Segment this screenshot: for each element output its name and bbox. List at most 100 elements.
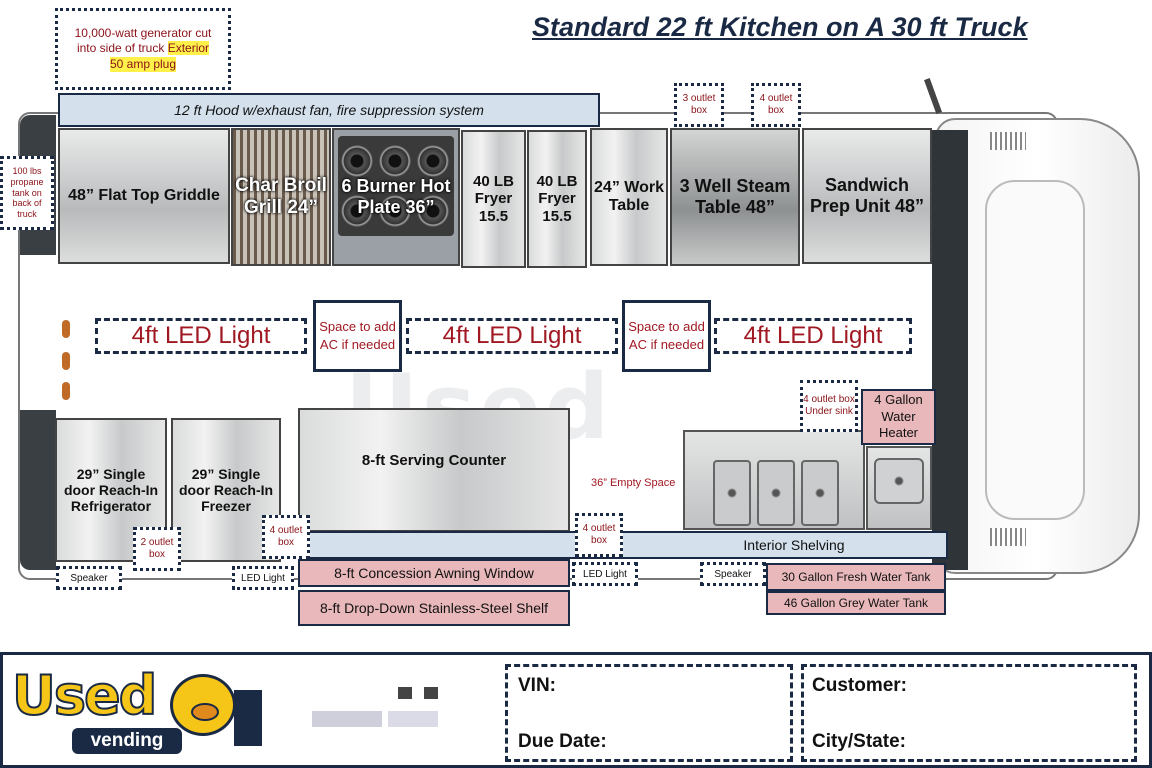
- blurred-contact-info: [300, 685, 490, 745]
- hood-label: 12 ft Hood w/exhaust fan, fire suppressi…: [174, 102, 484, 118]
- logo-sub-label: vending: [90, 730, 164, 751]
- truck-rear-bumper-bottom: [20, 410, 56, 570]
- city-state-label: City/State:: [812, 731, 906, 752]
- vin-label: VIN:: [518, 675, 556, 696]
- burner-grid: [338, 136, 454, 236]
- outlet-box-under-sink: 4 outlet box Under sink: [800, 380, 858, 432]
- generator-note: 10,000-watt generator cut into side of t…: [55, 8, 231, 90]
- ac-space-1: Space to add AC if needed: [313, 300, 402, 372]
- brand-logo: Used vending: [8, 660, 263, 760]
- reach-in-refrigerator: 29” Single door Reach-In Refrigerator: [55, 418, 167, 562]
- outlet-box-label: 4 outlet box: [759, 93, 793, 116]
- ac-space-label: Space to add AC if needed: [319, 319, 396, 352]
- exhaust-hood: 12 ft Hood w/exhaust fan, fire suppressi…: [58, 93, 600, 127]
- sandwich-prep-label: Sandwich Prep Unit 48”: [809, 175, 925, 216]
- led-label: LED Light: [583, 568, 627, 580]
- generator-line1: 10,000-watt generator cut: [74, 25, 212, 40]
- outlet-box-label: 3 outlet box: [682, 93, 716, 116]
- generator-line2: into side of truck Exterior: [76, 41, 210, 57]
- fryer-2-label: 40 LB Fryer 15.5: [536, 173, 578, 225]
- speaker-label: Speaker: [714, 568, 752, 580]
- cab-mirror: [924, 78, 942, 114]
- three-compartment-sink: [683, 430, 865, 530]
- speaker-left: Speaker: [56, 566, 122, 590]
- outlet-box-label: 4 outlet box: [269, 525, 303, 548]
- led-label: LED Light: [241, 572, 285, 584]
- outlet-box-top-right: 4 outlet box: [751, 83, 801, 127]
- grill-label: Char Broil Grill 24”: [235, 175, 327, 218]
- fresh-tank-label: 30 Gallon Fresh Water Tank: [781, 570, 931, 584]
- rear-door-lights: [60, 320, 72, 400]
- fryer-1-label: 40 LB Fryer 15.5: [473, 173, 514, 225]
- outlet-box-label: 2 outlet box: [140, 537, 174, 560]
- sandwich-prep-unit: Sandwich Prep Unit 48”: [802, 128, 932, 264]
- outlet-box-label: 4 outlet box Under sink: [803, 394, 855, 417]
- led-light-label: 4ft LED Light: [131, 322, 271, 349]
- propane-label: 100 lbs propane tank on back of truck: [10, 166, 44, 220]
- led-light-3: 4ft LED Light: [714, 318, 912, 354]
- cab-divider: [932, 130, 968, 570]
- griddle-label: 48” Flat Top Griddle: [68, 186, 220, 204]
- fresh-water-tank: 30 Gallon Fresh Water Tank: [766, 563, 946, 591]
- work-table-label: 24” Work Table: [594, 178, 664, 214]
- customer-city-box: Customer: City/State:: [801, 664, 1137, 762]
- outlet-box-label: 4 outlet box: [582, 523, 616, 546]
- hot-plate-label: 6 Burner Hot Plate 36”: [341, 176, 451, 217]
- grey-tank-label: 46 Gallon Grey Water Tank: [783, 596, 929, 610]
- awning-label: 8-ft Concession Awning Window: [334, 565, 534, 581]
- awning-window: 8-ft Concession Awning Window: [298, 559, 570, 587]
- water-heater: 4 Gallon Water Heater: [861, 389, 936, 445]
- customer-label: Customer:: [812, 675, 908, 696]
- interior-shelving: Interior Shelving: [300, 531, 948, 559]
- water-heater-label: 4 Gallon Water Heater: [874, 391, 923, 441]
- steam-table: 3 Well Steam Table 48”: [670, 128, 800, 266]
- ac-space-2: Space to add AC if needed: [622, 300, 711, 372]
- steam-table-label: 3 Well Steam Table 48”: [679, 176, 791, 217]
- generator-line2-text: into side of truck: [76, 41, 165, 56]
- outlet-box-top-left: 3 outlet box: [674, 83, 724, 127]
- led-light-left: LED Light: [232, 566, 294, 590]
- empty-space-label: 36” Empty Space: [591, 477, 676, 489]
- shelf-label: 8-ft Drop-Down Stainless-Steel Shelf: [320, 600, 548, 616]
- led-light-label: 4ft LED Light: [442, 322, 582, 349]
- led-light-right: LED Light: [572, 562, 638, 586]
- fryer-2: 40 LB Fryer 15.5: [527, 130, 587, 268]
- grey-water-tank: 46 Gallon Grey Water Tank: [766, 591, 946, 615]
- outlet-box-bottom-c: 4 outlet box: [575, 513, 623, 557]
- page-title: Standard 22 ft Kitchen on A 30 ft Truck: [532, 12, 1028, 42]
- ac-space-label: Space to add AC if needed: [628, 319, 705, 352]
- pig-mascot-icon: [170, 674, 236, 736]
- refrigerator-label: 29” Single door Reach-In Refrigerator: [63, 465, 159, 515]
- led-light-1: 4ft LED Light: [95, 318, 307, 354]
- hand-sink-basin: [874, 458, 924, 504]
- logo-sub: vending: [72, 728, 182, 754]
- logo-text: Used: [11, 663, 158, 728]
- sink-basin-3: [801, 460, 839, 526]
- serving-counter-label: 8-ft Serving Counter: [361, 452, 507, 469]
- flat-top-griddle: 48” Flat Top Griddle: [58, 128, 230, 264]
- six-burner-hot-plate: 6 Burner Hot Plate 36”: [332, 128, 460, 266]
- speaker-label: Speaker: [70, 572, 108, 584]
- drop-down-shelf: 8-ft Drop-Down Stainless-Steel Shelf: [298, 590, 570, 626]
- work-table: 24” Work Table: [590, 128, 668, 266]
- cab-grille-top: [990, 132, 1026, 150]
- logo-navy-block: [234, 690, 262, 746]
- serving-counter: 8-ft Serving Counter: [298, 408, 570, 532]
- cab-grille-bottom: [990, 528, 1026, 546]
- led-light-label: 4ft LED Light: [743, 322, 883, 349]
- hand-sink: [866, 446, 932, 530]
- outlet-box-bottom-b: 4 outlet box: [262, 515, 310, 559]
- cab-windshield: [985, 180, 1085, 520]
- vin-due-date-box: VIN: Due Date:: [505, 664, 793, 762]
- propane-tank-note: 100 lbs propane tank on back of truck: [0, 156, 54, 230]
- shelving-label: Interior Shelving: [743, 537, 845, 553]
- amp-plug-highlight: 50 amp plug: [109, 56, 177, 73]
- char-broil-grill: Char Broil Grill 24”: [231, 128, 331, 266]
- fryer-1: 40 LB Fryer 15.5: [461, 130, 526, 268]
- sink-basin-2: [757, 460, 795, 526]
- led-light-2: 4ft LED Light: [406, 318, 618, 354]
- freezer-label: 29” Single door Reach-In Freezer: [178, 465, 274, 515]
- sink-basin-1: [713, 460, 751, 526]
- speaker-right: Speaker: [700, 562, 766, 586]
- due-date-label: Due Date:: [518, 731, 607, 752]
